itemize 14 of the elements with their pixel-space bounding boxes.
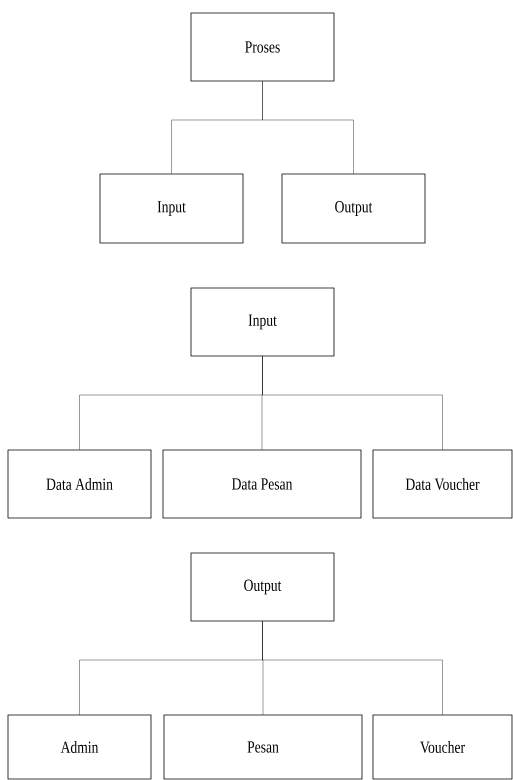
connector-line xyxy=(262,621,443,715)
connector-line xyxy=(262,356,443,450)
process-box: Data Voucher xyxy=(372,450,512,518)
process-box: Output xyxy=(190,552,334,622)
process-box: Proses xyxy=(190,12,334,82)
process-box: Data Pesan xyxy=(162,450,362,518)
process-box: Output xyxy=(282,174,426,244)
connector-line xyxy=(262,81,354,174)
process-box: Data Admin xyxy=(8,450,152,518)
process-box: Admin xyxy=(8,714,152,780)
process-box: Input xyxy=(100,174,244,244)
process-box: Pesan xyxy=(164,714,362,780)
process-box: Voucher xyxy=(372,714,512,780)
process-box: Input xyxy=(190,288,334,356)
